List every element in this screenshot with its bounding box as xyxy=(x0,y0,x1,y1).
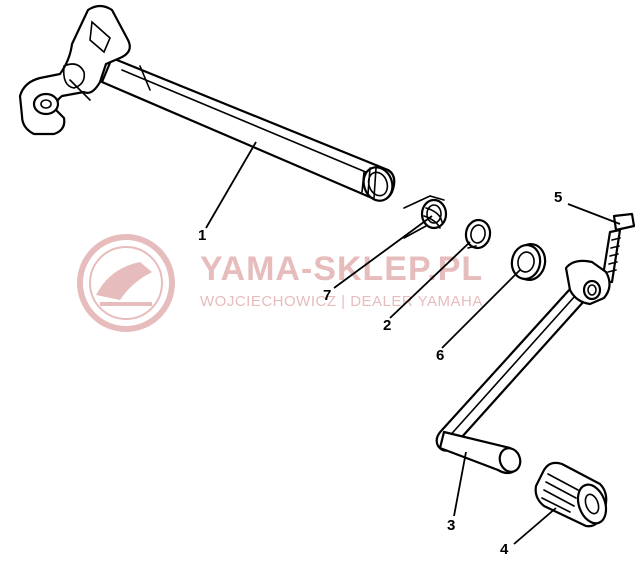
callout-3: 3 xyxy=(447,517,455,534)
callout-7: 7 xyxy=(323,287,331,304)
callout-2: 2 xyxy=(383,317,391,334)
watermark: YAMA-SKLEP.PL WOJCIECHOWICZ | DEALER YAM… xyxy=(77,234,483,332)
footpeg-rubber xyxy=(534,461,608,528)
shift-pedal xyxy=(435,259,611,475)
bolt xyxy=(600,212,636,284)
callout-6: 6 xyxy=(436,347,444,364)
watermark-brand: YAMA-SKLEP.PL xyxy=(200,250,483,288)
callout-numbers: 1 2 3 4 5 6 7 xyxy=(198,189,562,558)
callout-1: 1 xyxy=(198,227,206,244)
circlip xyxy=(464,218,492,250)
oil-seal xyxy=(510,242,547,282)
shift-shaft xyxy=(18,4,396,202)
watermark-subtitle: WOJCIECHOWICZ | DEALER YAMAHA xyxy=(200,293,483,310)
leader-lines xyxy=(205,141,621,545)
callout-4: 4 xyxy=(500,541,509,558)
torsion-spring xyxy=(403,195,448,239)
watermark-logo-icon xyxy=(77,234,175,332)
callout-5: 5 xyxy=(554,189,562,206)
